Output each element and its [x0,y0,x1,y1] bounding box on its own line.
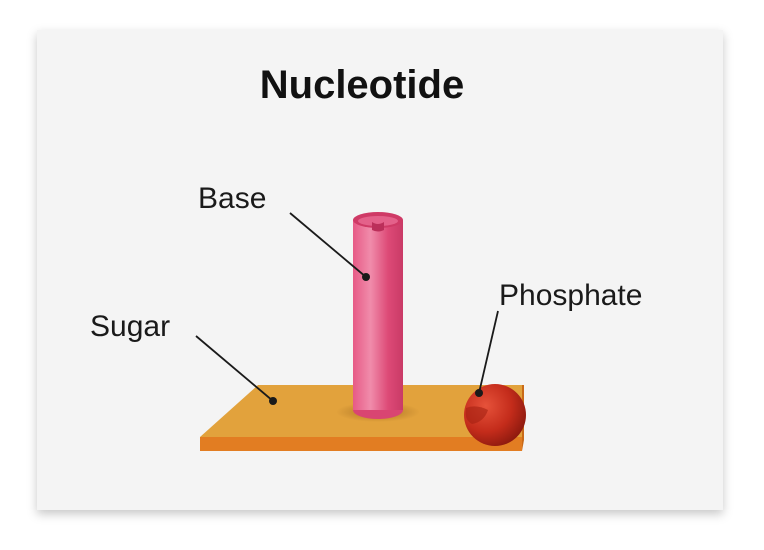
sugar-label: Sugar [90,310,170,343]
phosphate-leader-line [478,310,499,394]
sugar-leader-dot [269,397,277,405]
diagram-title: Nucleotide [260,63,464,107]
phosphate-label: Phosphate [499,279,642,312]
base-label: Base [198,182,266,215]
base-leader-dot [362,273,370,281]
sugar-leader-line [195,335,274,402]
base-leader-line [289,212,367,278]
phosphate-sphere [464,384,526,446]
base-cylinder [353,212,403,419]
sugar-slab-edge [200,437,522,451]
phosphate-leader-dot [475,389,483,397]
